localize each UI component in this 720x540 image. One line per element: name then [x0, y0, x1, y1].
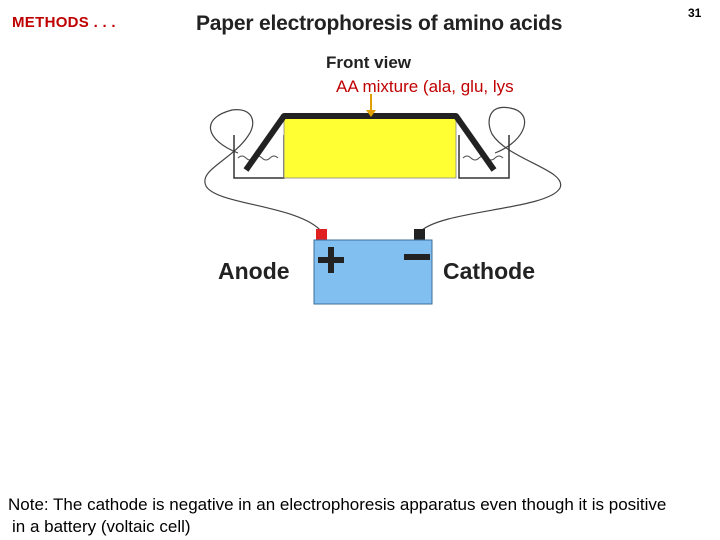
anode-wire — [204, 109, 323, 233]
sample-label: AA mixture (ala, glu, lys — [336, 77, 514, 96]
section-label: METHODS . . . — [12, 14, 116, 31]
footnote-line-1: Note: The cathode is negative in an elec… — [8, 495, 667, 514]
paper-strip — [283, 117, 457, 179]
diagram-title: Paper electrophoresis of amino acids — [196, 12, 563, 35]
slide-number: 31 — [688, 6, 702, 20]
cathode-label: Cathode — [443, 258, 535, 284]
anode-label: Anode — [218, 258, 290, 284]
cathode-wire — [419, 106, 562, 233]
negative-terminal — [414, 229, 425, 240]
view-label: Front view — [326, 53, 412, 72]
footnote: Note: The cathode is negative in an elec… — [8, 494, 716, 538]
minus-sign — [404, 254, 430, 260]
paper-frame — [243, 113, 497, 172]
plus-sign — [318, 247, 344, 273]
sample-arrow — [366, 94, 376, 117]
footnote-line-2: in a battery (voltaic cell) — [12, 517, 191, 536]
positive-terminal — [316, 229, 327, 240]
